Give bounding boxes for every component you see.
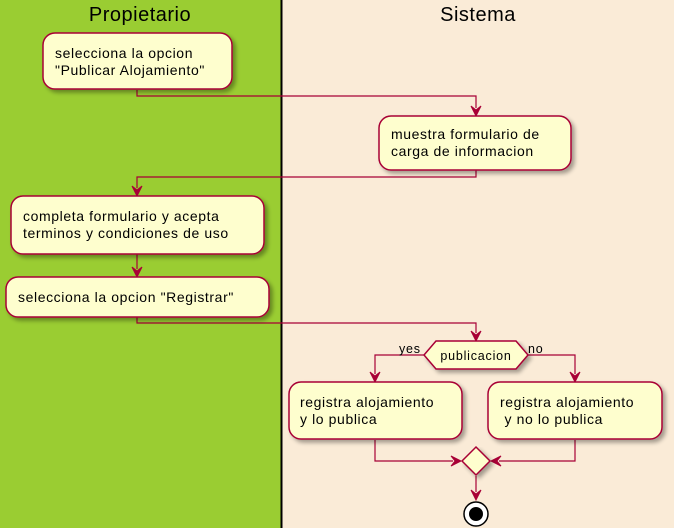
activity-select-publish: selecciona la opcion "Publicar Alojamien… — [42, 32, 233, 90]
activity-text-line: selecciona la opcion — [55, 45, 193, 61]
activity-text-line: "Publicar Alojamiento" — [55, 62, 205, 78]
activity-register-publish: registra alojamiento y lo publica — [288, 381, 463, 440]
end-node — [463, 501, 489, 527]
activity-text-line: completa formulario y acepta — [23, 208, 220, 224]
lane-title-sistema: Sistema — [440, 4, 516, 26]
edges — [131, 90, 581, 502]
activity-text-line: registra alojamiento — [500, 394, 634, 410]
activity-text-line: muestra formulario de — [391, 126, 540, 142]
decision-yes-label: yes — [399, 342, 421, 356]
activity-text-line: selecciona la opcion "Registrar" — [18, 289, 234, 305]
decision-no-label: no — [528, 342, 544, 356]
decision-publicacion: publicacion yes no — [399, 340, 544, 370]
activity-text-line: y no lo publica — [500, 411, 603, 427]
lane-sistema — [282, 0, 674, 528]
activity-text-line: y lo publica — [300, 411, 377, 427]
activity-show-form: muestra formulario de carga de informaci… — [378, 115, 572, 171]
activity-text-line: carga de informacion — [391, 143, 534, 159]
activity-select-register: selecciona la opcion "Registrar" — [5, 276, 270, 318]
activity-complete-form: completa formulario y acepta terminos y … — [10, 195, 265, 255]
activity-text-line: registra alojamiento — [300, 394, 434, 410]
activity-register-no-publish: registra alojamiento y no lo publica — [487, 381, 663, 440]
decision-label: publicacion — [440, 349, 511, 363]
merge-diamond — [460, 445, 492, 477]
activity-text-line: terminos y condiciones de uso — [23, 225, 229, 241]
lane-title-propietario: Propietario — [89, 4, 191, 26]
